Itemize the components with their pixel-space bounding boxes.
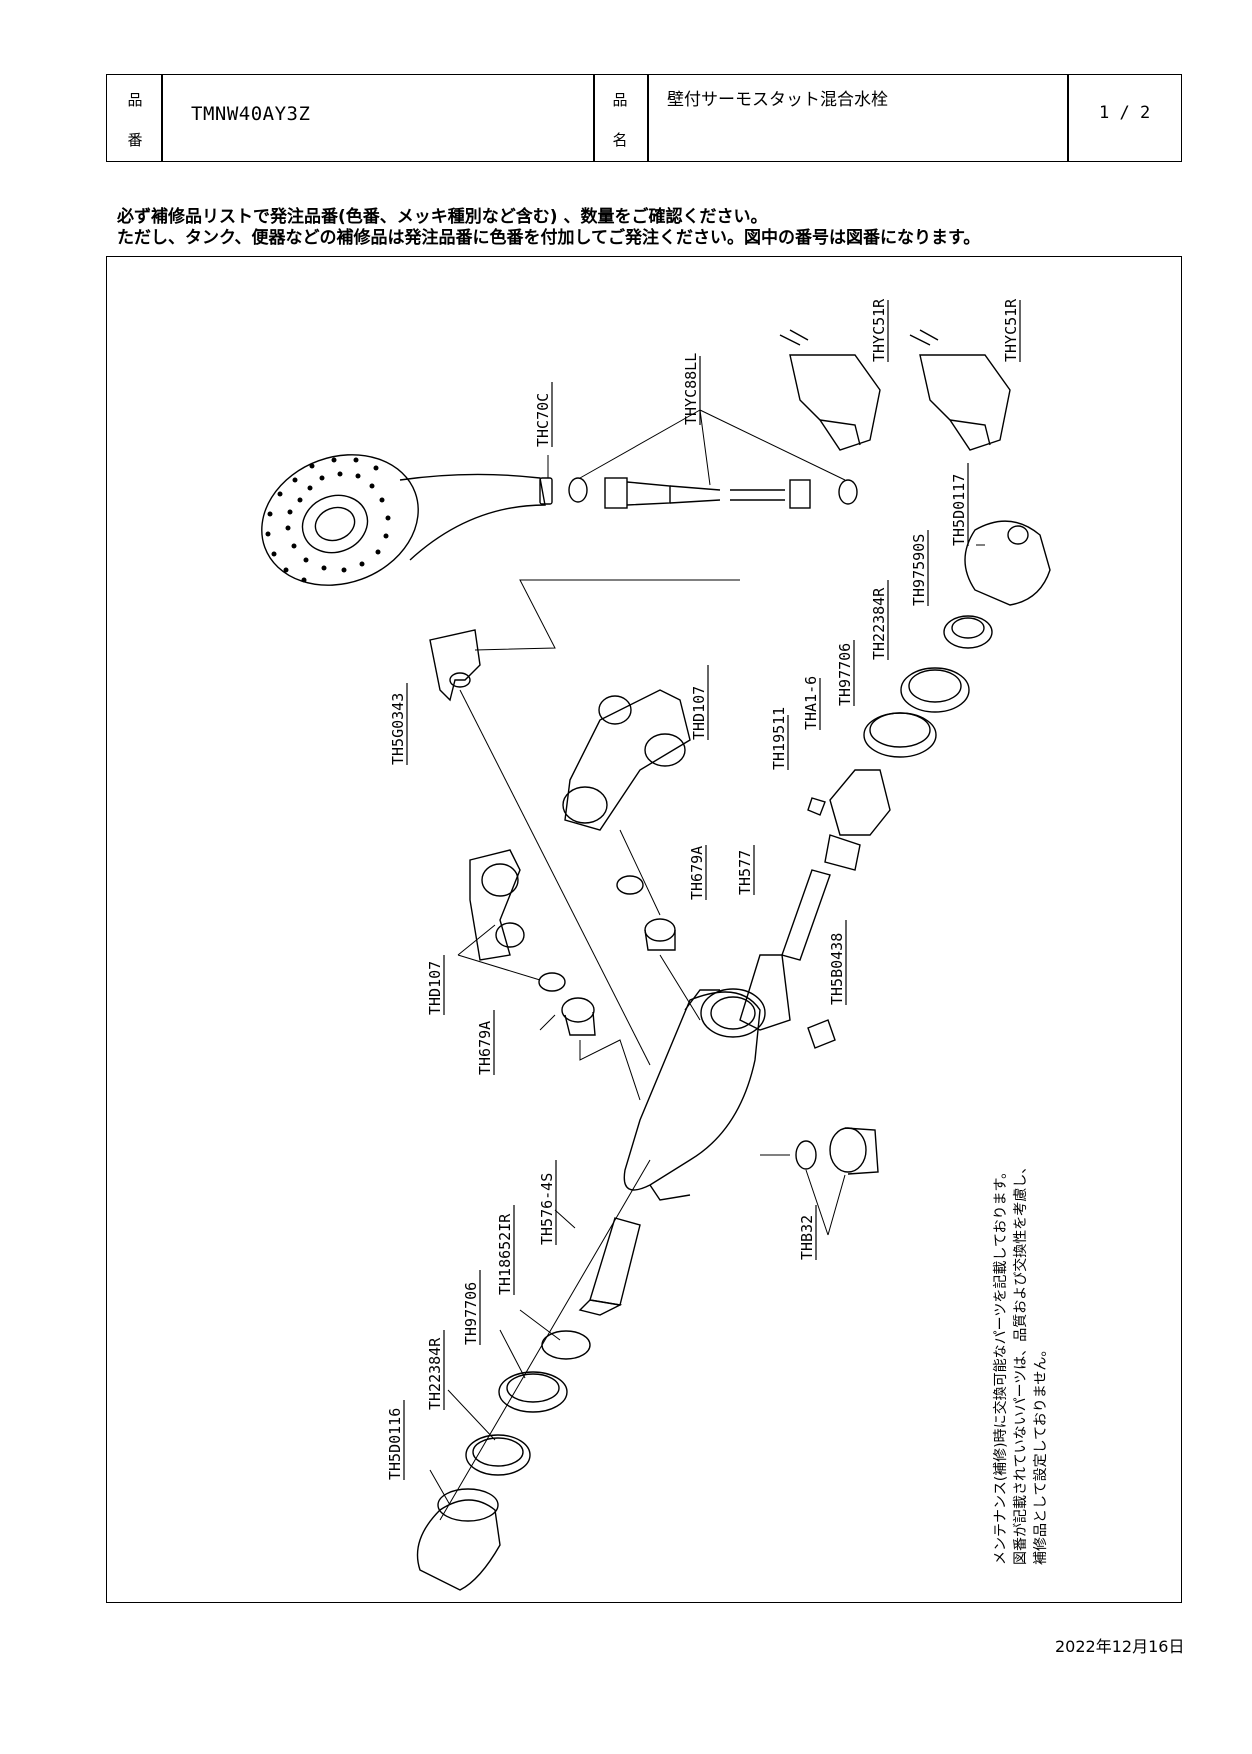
page-number: 1 / 2 bbox=[1099, 103, 1151, 123]
elbow-fitting bbox=[429, 629, 481, 702]
notice-line-2: ただし、タンク、便器などの補修品は発注品番に色番を付加してご発注ください。図中の… bbox=[117, 228, 981, 248]
title-block: 品 番 TMNW40AY3Z 品 名 壁付サーモスタット混合水栓 1 / 2 bbox=[106, 74, 1182, 162]
label-TH19511: TH19511 bbox=[770, 707, 788, 770]
label-THA1-6: THA1-6 bbox=[802, 676, 820, 730]
exploded-diagram-frame bbox=[106, 256, 1182, 1603]
label-THC70C: THC70C bbox=[534, 393, 552, 447]
divider bbox=[161, 75, 163, 161]
note-line-2: 図番が記載されていないパーツは、品質および交換性を考慮し、 bbox=[1012, 1160, 1029, 1565]
shower-hook-right bbox=[909, 329, 1011, 451]
shower-hose bbox=[568, 477, 858, 509]
temperature-handle bbox=[964, 520, 1051, 606]
label-THYC51R-b: THYC51R bbox=[1002, 298, 1020, 362]
divider bbox=[647, 75, 649, 161]
spray-nozzles bbox=[265, 457, 391, 583]
order-notice: 必ず補修品リストで発注品番(色番、メッキ種別など含む) 、数量をご確認ください。… bbox=[117, 207, 980, 249]
notice-line-1: 必ず補修品リストで発注品番(色番、メッキ種別など含む) 、数量をご確認ください。 bbox=[117, 207, 768, 227]
part-labels: THYC51R THYC51R THYC88LL THC70C TH5D0117… bbox=[386, 298, 1020, 1480]
label-TH97706-bottom: TH97706 bbox=[462, 1282, 480, 1345]
label-underlines bbox=[403, 300, 1021, 1480]
shower-head bbox=[261, 454, 553, 586]
mixer-body bbox=[623, 988, 766, 1201]
product-name: 壁付サーモスタット混合水栓 bbox=[667, 90, 888, 110]
shower-hook-left bbox=[779, 329, 881, 451]
label-TH97590S: TH97590S bbox=[910, 534, 928, 606]
label-TH577: TH577 bbox=[736, 850, 754, 895]
name-label-1: 品 bbox=[612, 91, 628, 109]
label-TH5D0117: TH5D0117 bbox=[950, 474, 968, 546]
note-line-3: 補修品として設定しておりません。 bbox=[1033, 1343, 1049, 1565]
check-valve bbox=[807, 1019, 836, 1049]
label-THYC88LL: THYC88LL bbox=[682, 353, 700, 425]
hose-route bbox=[459, 579, 740, 1066]
label-THD107-left: THD107 bbox=[426, 961, 444, 1015]
leader-lines-thb32 bbox=[760, 1154, 846, 1236]
label-THYC51R-a: THYC51R bbox=[870, 298, 888, 362]
leader-lines-left bbox=[457, 924, 641, 1101]
label-TH18652IR: TH18652IR bbox=[496, 1213, 514, 1295]
leader-lines bbox=[547, 409, 985, 546]
valve-top bbox=[616, 875, 676, 951]
spindle bbox=[739, 869, 831, 1031]
strainer bbox=[795, 1127, 879, 1175]
label-THD107-top: THD107 bbox=[690, 686, 708, 740]
divider bbox=[593, 75, 595, 161]
label-TH5G0343: TH5G0343 bbox=[389, 693, 407, 765]
label-TH5D0116: TH5D0116 bbox=[386, 1408, 404, 1480]
divider bbox=[1067, 75, 1069, 161]
bottom-cartridge-stack bbox=[416, 1217, 641, 1591]
label-TH679A-left: TH679A bbox=[476, 1021, 494, 1075]
note-line-1: メンテナンス(補修)時に交換可能なパーツを記載しております。 bbox=[992, 1165, 1009, 1565]
label-TH5B0438: TH5B0438 bbox=[828, 933, 846, 1005]
issue-date: 2022年12月16日 bbox=[1055, 1637, 1185, 1656]
code-label-2: 番 bbox=[127, 131, 143, 149]
maintenance-note: メンテナンス(補修)時に交換可能なパーツを記載しております。 図番が記載されてい… bbox=[992, 1160, 1049, 1565]
label-TH22384R-bottom: TH22384R bbox=[426, 1337, 444, 1410]
code-label-1: 品 bbox=[127, 91, 143, 109]
product-code: TMNW40AY3Z bbox=[191, 103, 311, 125]
top-cartridge-stack bbox=[807, 615, 993, 871]
label-THB32: THB32 bbox=[798, 1215, 816, 1260]
label-TH22384R-top: TH22384R bbox=[870, 587, 888, 660]
label-TH679A-top: TH679A bbox=[688, 846, 706, 900]
diverter-left bbox=[469, 849, 596, 1036]
leader-lines-bottom bbox=[429, 1159, 651, 1521]
label-TH97706-top: TH97706 bbox=[836, 643, 854, 706]
diverter-knob bbox=[562, 689, 691, 831]
label-TH576-4S: TH576-4S bbox=[538, 1173, 556, 1245]
name-label-2: 名 bbox=[612, 131, 628, 149]
